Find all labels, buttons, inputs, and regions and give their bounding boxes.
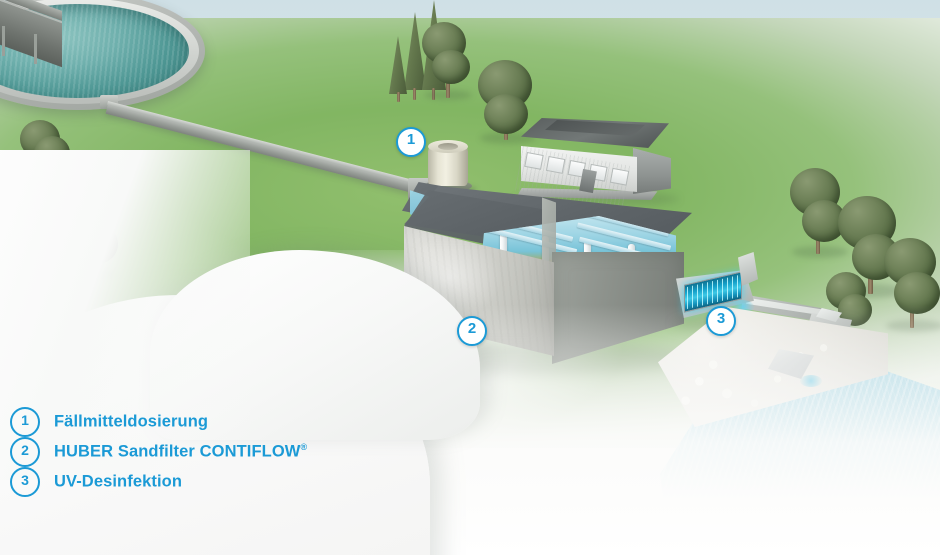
legend-label-text: Fällmitteldosierung	[54, 412, 209, 431]
operations-building	[515, 118, 679, 200]
precipitant-dosing-tank	[421, 138, 477, 194]
secondary-clarifier	[0, 0, 215, 117]
left-fade	[0, 150, 250, 480]
legend-label: HUBER Sandfilter CONTIFLOW®	[54, 442, 307, 462]
legend-item[interactable]: 3 UV-Desinfektion	[10, 467, 307, 497]
building-window	[609, 167, 630, 186]
building-base	[517, 188, 658, 200]
legend-label-text: UV-Desinfektion	[54, 472, 183, 491]
legend-item[interactable]: 2 HUBER Sandfilter CONTIFLOW®	[10, 437, 307, 467]
uv-control-cabinet	[738, 252, 758, 286]
legend-item[interactable]: 1 Fällmitteldosierung	[10, 407, 307, 437]
legend-number: 1	[10, 407, 40, 437]
legend-label-text: HUBER Sandfilter CONTIFLOW	[54, 442, 301, 461]
legend-number: 2	[10, 437, 40, 467]
clarifier-post	[34, 34, 37, 64]
scene-marker-3[interactable]: 3	[706, 306, 736, 336]
legend-label: UV-Desinfektion	[54, 472, 182, 492]
legend-trademark: ®	[300, 442, 308, 453]
building-window	[545, 155, 565, 174]
legend-number: 3	[10, 467, 40, 497]
tank-opening	[438, 143, 458, 150]
scene-marker-1[interactable]: 1	[396, 127, 426, 157]
legend: 1 Fällmitteldosierung 2 HUBER Sandfilter…	[10, 407, 307, 497]
building-window	[524, 152, 544, 170]
legend-label: Fällmitteldosierung	[54, 412, 208, 432]
scene-marker-2[interactable]: 2	[457, 316, 487, 346]
clarifier-post	[2, 26, 5, 56]
